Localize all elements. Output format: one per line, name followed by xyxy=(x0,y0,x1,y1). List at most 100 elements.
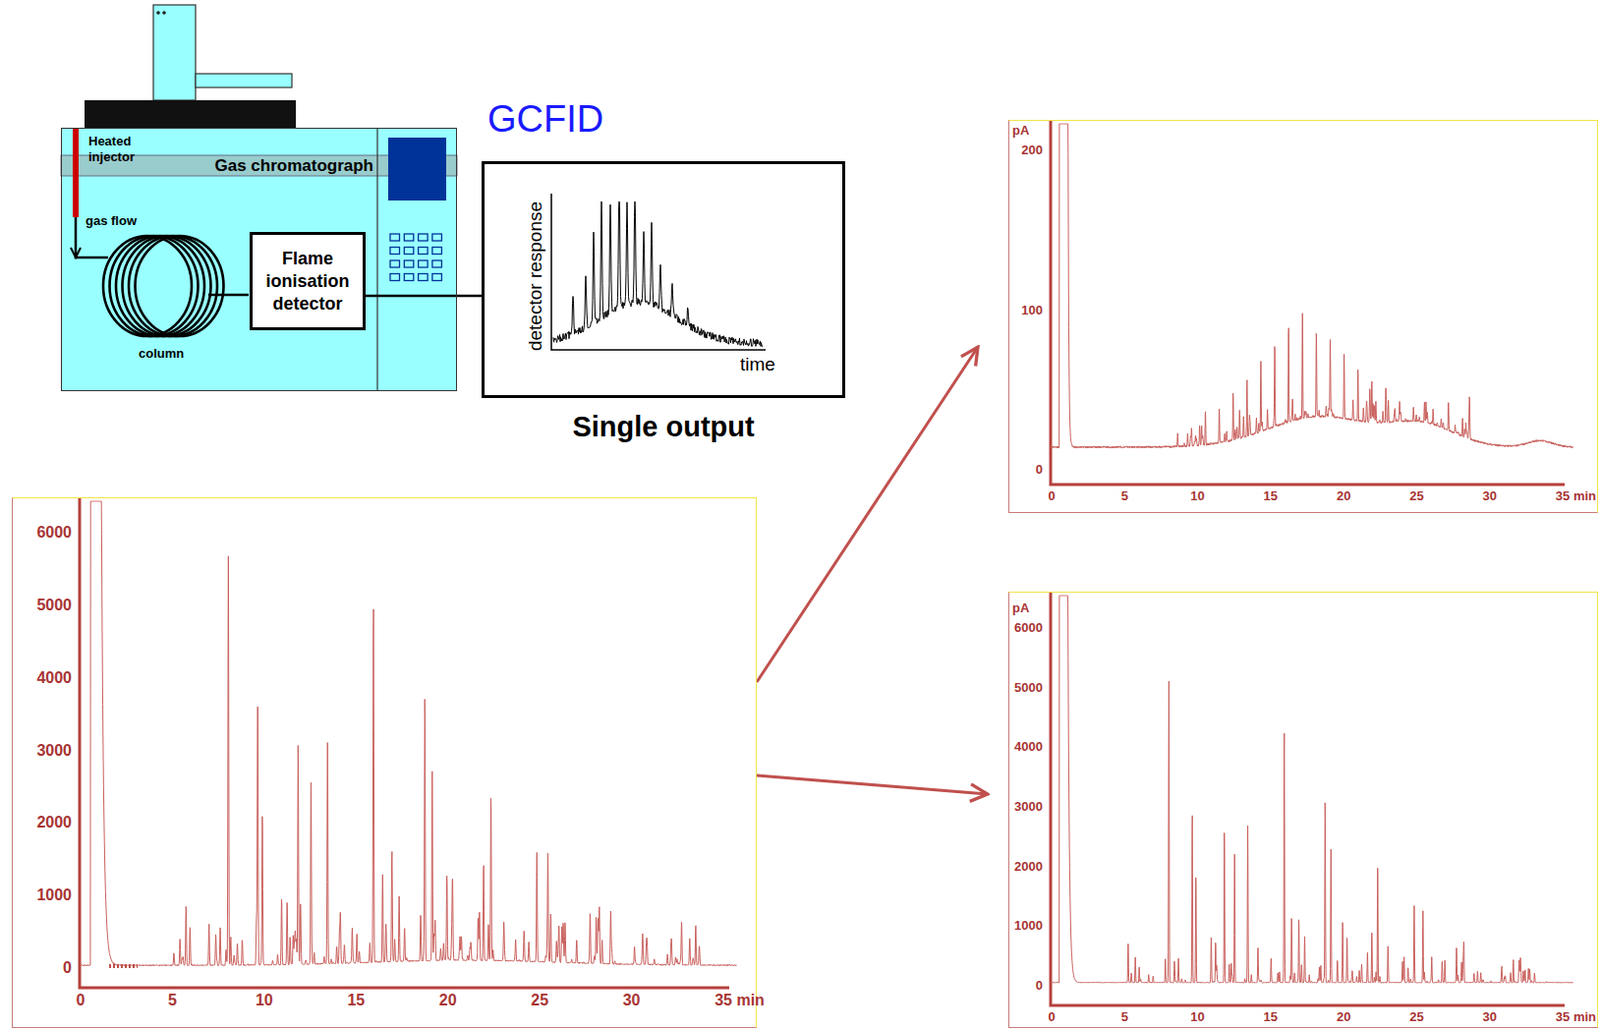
y-tick-label: 2000 xyxy=(1014,858,1043,872)
axis-title: detector response xyxy=(524,201,547,351)
top-plate xyxy=(84,100,296,128)
autosampler-arm xyxy=(195,73,292,88)
y-tick-label: 0 xyxy=(62,960,72,976)
key xyxy=(390,233,400,241)
y-tick-label: 1000 xyxy=(1014,918,1043,932)
chromatogram-trace xyxy=(1050,595,1574,983)
coil-turn xyxy=(135,235,225,337)
output-box: detector responsetimeSingle output xyxy=(481,161,846,399)
chromatogram-trace xyxy=(79,501,738,967)
y-tick-label: 3000 xyxy=(1014,800,1043,813)
key xyxy=(432,247,443,255)
key xyxy=(418,274,429,282)
x-tick-label: 15 xyxy=(1263,1010,1278,1024)
x-tick-label: 20 xyxy=(439,992,458,1009)
detector-box: Flame ionisation detector xyxy=(249,231,366,331)
key xyxy=(432,233,443,241)
y-tick-label: 6000 xyxy=(1014,621,1043,634)
chromatogram-panel: pA60005000400030002000100000510152025303… xyxy=(1008,591,1599,1029)
output-heading: Single output xyxy=(571,410,754,444)
x-tick-label: 5 xyxy=(1121,489,1129,503)
chart-axes xyxy=(1050,592,1565,1006)
tower-dot xyxy=(162,10,167,15)
key xyxy=(432,274,443,282)
display-screen xyxy=(388,137,447,201)
y-tick-label: 4000 xyxy=(36,670,72,686)
autosampler-tower xyxy=(153,4,196,101)
chromatogram-traces xyxy=(79,120,1574,1006)
panel-divider xyxy=(376,127,378,392)
x-tick-label: 0 xyxy=(76,992,86,1009)
part-label: gas flow xyxy=(85,213,137,229)
y-tick-label: 5000 xyxy=(1014,680,1043,693)
x-tick-label: 15 xyxy=(1263,489,1278,503)
x-tick-label: 0 xyxy=(1047,1010,1055,1024)
y-tick-label: 200 xyxy=(1021,143,1043,157)
key xyxy=(390,274,400,282)
x-tick-label: 35 min xyxy=(714,992,765,1009)
x-tick-label: 30 xyxy=(1482,1010,1496,1024)
axis-title: time xyxy=(740,353,776,376)
x-tick-label: 0 xyxy=(1047,489,1055,503)
gc-housing xyxy=(60,127,458,392)
key xyxy=(403,274,414,282)
instrument-housing: Flame ionisation detectorGas chromatogra… xyxy=(60,127,458,392)
integration-mark xyxy=(109,964,138,969)
key xyxy=(390,247,400,255)
x-tick-label: 20 xyxy=(1336,489,1351,503)
x-tick-label: 10 xyxy=(1190,1010,1204,1024)
x-tick-label: 25 xyxy=(1409,1010,1424,1024)
chromatogram-panel: pA200100005101520253035 min xyxy=(1008,119,1599,514)
x-tick-label: 35 min xyxy=(1555,489,1597,503)
x-tick-label: 5 xyxy=(168,992,177,1009)
output-axes xyxy=(551,193,766,350)
output-trace xyxy=(553,201,763,347)
part-label: column xyxy=(138,345,184,362)
instrument-title: GCFID xyxy=(487,96,604,144)
x-tick-label: 25 xyxy=(1409,489,1424,503)
chromatogram-trace xyxy=(1050,123,1574,449)
part-label: Heated injector xyxy=(88,133,158,167)
y-tick-label: 6000 xyxy=(36,524,72,541)
y-tick-label: 100 xyxy=(1021,302,1043,316)
y-tick-label: 2000 xyxy=(36,814,72,831)
y-tick-label: 4000 xyxy=(1014,740,1043,753)
x-tick-label: 35 min xyxy=(1555,1010,1597,1024)
flow-arrow xyxy=(756,775,988,795)
x-tick-label: 15 xyxy=(346,992,365,1009)
tower-dot xyxy=(156,10,161,15)
key xyxy=(403,233,414,241)
chart-axes xyxy=(1050,120,1565,485)
x-tick-label: 10 xyxy=(255,992,274,1009)
key xyxy=(390,260,400,268)
signal-wire xyxy=(365,294,482,298)
key xyxy=(418,260,429,268)
flow-arrow xyxy=(70,247,81,258)
column-outlet xyxy=(208,293,249,297)
unit-label: pA xyxy=(1012,123,1029,137)
y-tick-label: 5000 xyxy=(36,597,72,614)
heated-injector xyxy=(72,127,79,218)
coil-turn xyxy=(128,235,218,337)
y-tick-label: 0 xyxy=(1035,978,1043,992)
keypad xyxy=(390,233,442,282)
key xyxy=(403,247,414,255)
y-tick-label: 0 xyxy=(1035,462,1043,476)
y-tick-label: 3000 xyxy=(36,742,72,759)
key xyxy=(403,260,414,268)
x-tick-label: 30 xyxy=(623,992,641,1009)
key xyxy=(418,247,429,255)
key xyxy=(432,260,443,268)
y-tick-label: 1000 xyxy=(36,887,72,904)
unit-label: pA xyxy=(1012,601,1029,615)
x-tick-label: 25 xyxy=(530,992,549,1009)
key xyxy=(418,233,429,241)
detector-name: Flame ionisation detector xyxy=(256,247,359,316)
column-coil xyxy=(103,235,225,337)
x-tick-label: 10 xyxy=(1190,489,1204,503)
chromatogram-panel: 600050004000300020001000005101520253035 … xyxy=(11,497,757,1029)
x-tick-label: 5 xyxy=(1121,1010,1129,1024)
chart-axes xyxy=(79,498,730,988)
